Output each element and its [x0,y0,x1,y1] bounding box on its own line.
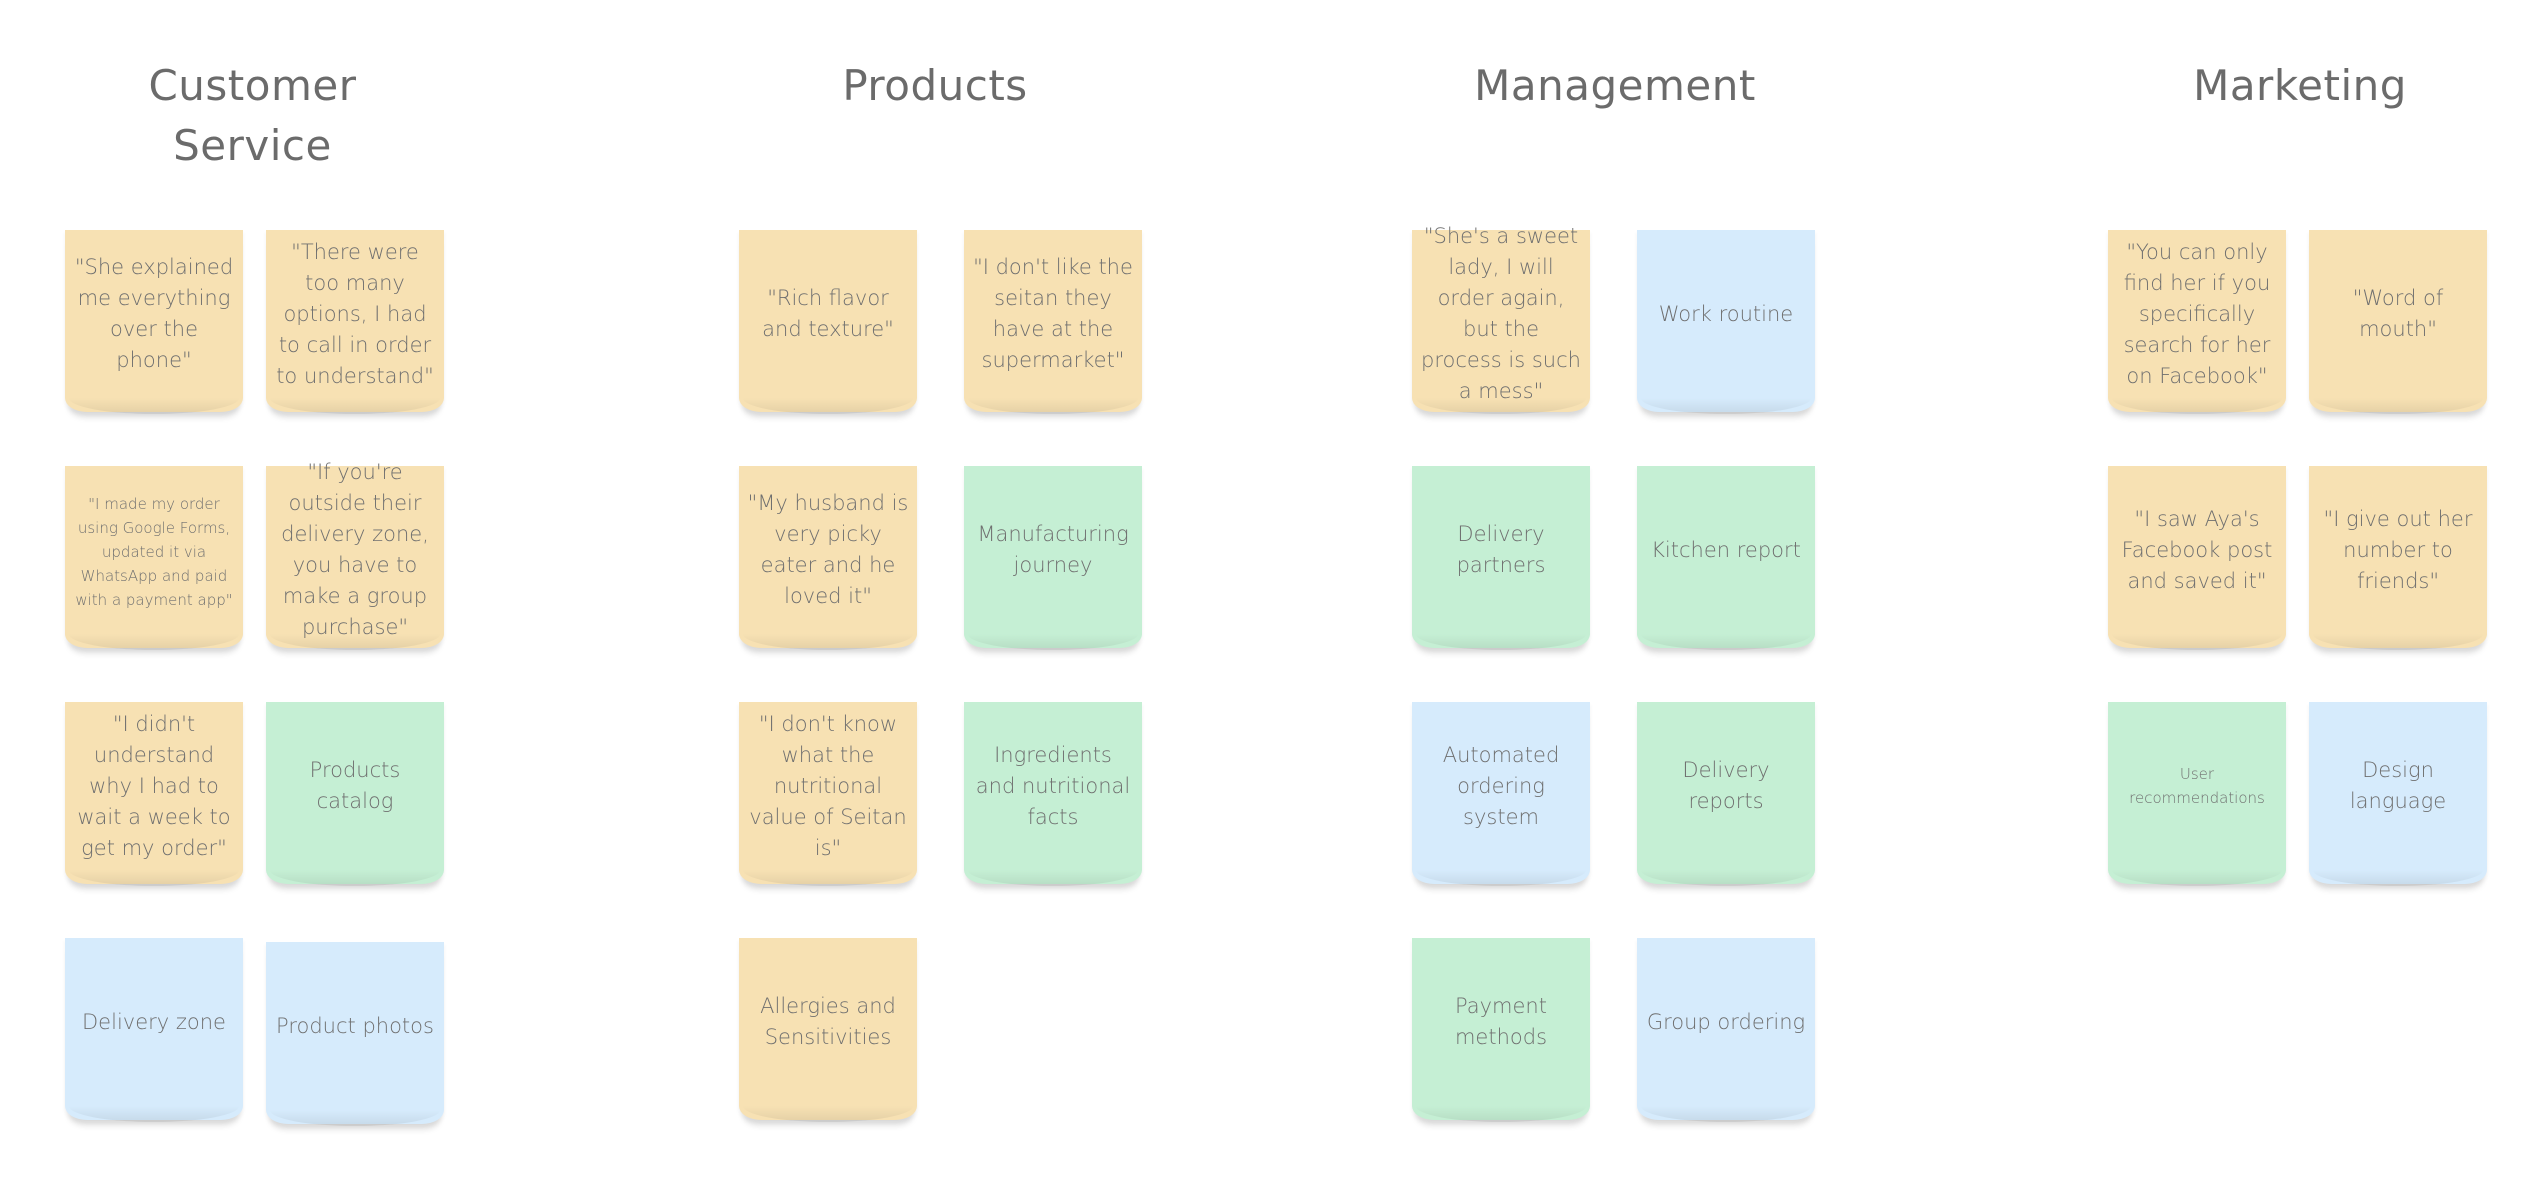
sticky-note[interactable]: "I didn't understand why I had to wait a… [65,702,243,886]
sticky-note-text: Automated ordering system [1442,742,1560,829]
sticky-note[interactable]: Allergies and Sensitivities [739,938,917,1122]
sticky-note[interactable]: Ingredients and nutritional facts [964,702,1142,886]
sticky-note[interactable]: Group ordering [1637,938,1815,1122]
sticky-note-text: Kitchen report [1651,537,1801,562]
column-title-marketing: Marketing [2193,61,2407,110]
sticky-note-text: Allergies and Sensitivities [760,994,896,1049]
sticky-note[interactable]: "I saw Aya's Facebook post and saved it" [2108,466,2286,650]
sticky-note-text: "If you're outside their delivery zone, … [281,460,429,639]
sticky-note[interactable]: "Word of mouth" [2309,230,2487,414]
sticky-note[interactable]: "If you're outside their delivery zone, … [266,460,444,650]
sticky-note-text: Work routine [1658,301,1794,326]
sticky-note-text: "My husband is very picky eater and he l… [747,491,909,608]
sticky-note-text: Delivery partners [1456,522,1546,577]
sticky-note[interactable]: Delivery zone [65,938,243,1122]
sticky-note[interactable]: Delivery reports [1637,702,1815,886]
sticky-note[interactable]: "Rich flavor and texture" [739,230,917,414]
sticky-note-text: Products catalog [309,758,401,813]
sticky-note[interactable]: "I made my order using Google Forms, upd… [65,466,243,650]
sticky-note[interactable]: "There were too many options, I had to c… [266,230,444,414]
sticky-note[interactable]: "I give out her number to friends" [2309,466,2487,650]
sticky-note[interactable]: User recommendations [2108,702,2286,886]
column-title-products: Products [842,61,1028,110]
sticky-note-text: "There were too many options, I had to c… [276,239,434,388]
sticky-note-text: "I don't like the seitan they have at th… [973,255,1133,372]
sticky-note[interactable]: Delivery partners [1412,466,1590,650]
column-title-customer-service: Customer Service [148,61,357,170]
sticky-note-text: Manufacturing journey [977,522,1129,577]
sticky-note[interactable]: Payment methods [1412,938,1590,1122]
sticky-note[interactable]: Products catalog [266,702,444,886]
sticky-note-text: "I made my order using Google Forms, upd… [75,495,233,609]
sticky-note[interactable]: "She's a sweet lady, I will order again,… [1412,224,1590,414]
column-title-management: Management [1474,61,1756,110]
sticky-note-text: Delivery zone [82,1009,226,1034]
sticky-note-text: Ingredients and nutritional facts [975,742,1131,829]
sticky-note[interactable]: "You can only find her if you specifical… [2108,230,2286,414]
sticky-note-text: User recommendations [2129,765,2265,807]
sticky-note[interactable]: Design language [2309,702,2487,886]
sticky-note[interactable]: Work routine [1637,230,1815,414]
sticky-note-text: "Rich flavor and texture" [762,286,894,341]
sticky-note[interactable]: Product photos [266,942,444,1126]
sticky-note[interactable]: Manufacturing journey [964,466,1142,650]
sticky-note-text: Design language [2349,758,2447,813]
sticky-note[interactable]: Automated ordering system [1412,702,1590,886]
sticky-note[interactable]: "I don't like the seitan they have at th… [964,230,1142,414]
sticky-note[interactable]: "I don't know what the nutritional value… [739,702,917,886]
sticky-note-text: Payment methods [1454,994,1548,1049]
sticky-note-text: Delivery reports [1682,758,1770,813]
sticky-note-text: "I didn't understand why I had to wait a… [77,711,231,860]
sticky-note-text: "I give out her number to friends" [2323,506,2473,593]
sticky-note[interactable]: "She explained me everything over the ph… [65,230,243,414]
sticky-note-text: "Word of mouth" [2352,286,2444,341]
sticky-note-text: "She explained me everything over the ph… [74,255,234,372]
sticky-note-text: "I saw Aya's Facebook post and saved it" [2121,506,2273,593]
sticky-note-text: "You can only find her if you specifical… [2123,239,2271,388]
sticky-note-text: "I don't know what the nutritional value… [749,711,907,860]
sticky-note-text: Product photos [276,1013,434,1038]
sticky-note-text: Group ordering [1646,1009,1806,1034]
sticky-note-text: "She's a sweet lady, I will order again,… [1421,224,1581,403]
sticky-note[interactable]: "My husband is very picky eater and he l… [739,466,917,650]
sticky-note[interactable]: Kitchen report [1637,466,1815,650]
